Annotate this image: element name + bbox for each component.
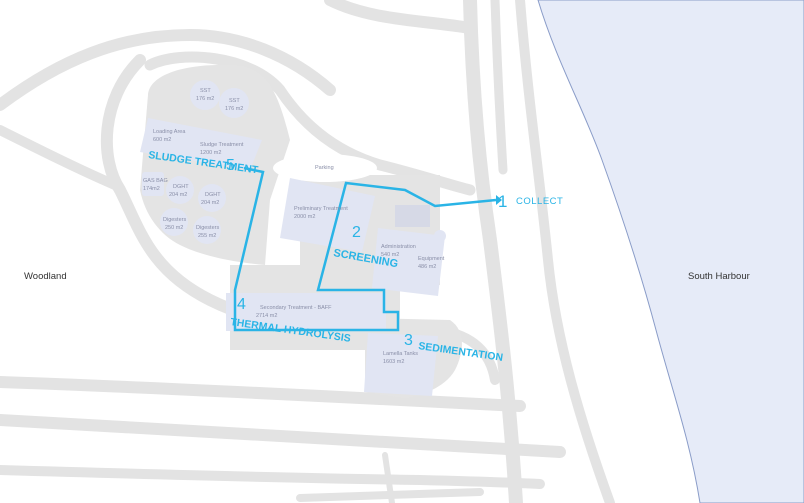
stage-4-number: 4 bbox=[237, 296, 246, 313]
admin-name: Administration bbox=[381, 244, 416, 250]
facility-labels: SST 176 m2 SST 176 m2 Loading Area 600 m… bbox=[143, 88, 445, 365]
preliminary-name: Preliminary Treatment bbox=[294, 206, 348, 212]
road-south-stub bbox=[382, 452, 395, 503]
sst2-name: SST bbox=[229, 98, 240, 104]
road-network bbox=[0, 0, 615, 503]
sst1-name: SST bbox=[200, 88, 211, 94]
secondary-area: 2714 m2 bbox=[256, 313, 277, 319]
region-labels: Woodland South Harbour bbox=[24, 271, 750, 282]
sludge-name: Sludge Treatment bbox=[200, 142, 244, 148]
road-south-1 bbox=[0, 376, 526, 412]
lamella-area: 1603 m2 bbox=[383, 359, 404, 365]
parking-lot bbox=[273, 154, 377, 182]
equipment-shed bbox=[395, 205, 430, 227]
preliminary-area: 2000 m2 bbox=[294, 214, 315, 220]
digester1-name: Digesters bbox=[163, 217, 186, 223]
sst-tank-1 bbox=[190, 80, 220, 110]
digester-tank-1 bbox=[160, 208, 188, 236]
sludge-area: 1200 m2 bbox=[200, 150, 221, 156]
stage-3-number: 3 bbox=[404, 332, 413, 349]
dght-tank-2 bbox=[198, 184, 226, 212]
preliminary-building bbox=[280, 178, 375, 252]
road-main bbox=[463, 0, 523, 503]
secondary-building bbox=[226, 293, 386, 331]
digester-tank-2 bbox=[193, 216, 221, 244]
road-north bbox=[324, 0, 476, 34]
stage-1-name: COLLECT bbox=[516, 196, 563, 207]
lamella-name: Lamella Tanks bbox=[383, 351, 418, 357]
digester2-area: 255 m2 bbox=[198, 233, 216, 239]
gasbag-area: 174m2 bbox=[143, 186, 160, 192]
admin-building bbox=[372, 228, 445, 296]
road-south-3 bbox=[0, 465, 545, 489]
sst-tank-2 bbox=[219, 88, 249, 118]
digester1-area: 250 m2 bbox=[165, 225, 183, 231]
dght2-name: DGHT bbox=[205, 192, 221, 198]
process-route bbox=[233, 166, 497, 332]
dght2-area: 204 m2 bbox=[201, 200, 219, 206]
lamella-building bbox=[364, 333, 438, 396]
parking-label: Parking bbox=[315, 165, 334, 171]
tanks bbox=[273, 154, 377, 182]
harbour-water bbox=[537, 0, 804, 503]
loading-area: 600 m2 bbox=[153, 137, 171, 143]
sst2-area: 176 m2 bbox=[225, 106, 243, 112]
dght1-name: DGHT bbox=[173, 184, 189, 190]
road-coastal bbox=[515, 0, 615, 503]
sludge-block bbox=[140, 118, 262, 170]
road-west bbox=[0, 125, 120, 190]
road-south-2 bbox=[0, 414, 566, 458]
gas-bag bbox=[142, 172, 164, 196]
road-main-inner bbox=[490, 0, 508, 175]
stage-1-number: 1 bbox=[498, 192, 507, 211]
equipment-name: Equipment bbox=[418, 256, 445, 262]
buildings bbox=[140, 80, 446, 396]
harbour-label: South Harbour bbox=[688, 271, 750, 282]
collect-arrow bbox=[496, 195, 502, 205]
gasbag-name: GAS BAG bbox=[143, 178, 168, 184]
secondary-name: Secondary Treatment - BAFF bbox=[260, 305, 332, 311]
loading-name: Loading Area bbox=[153, 129, 186, 135]
equipment-area: 486 m2 bbox=[418, 264, 436, 270]
stage-5-number: 5 bbox=[226, 157, 235, 174]
woodland-label: Woodland bbox=[24, 271, 67, 282]
dght-tank-1 bbox=[166, 176, 194, 204]
road-north-west bbox=[0, 29, 336, 111]
sst1-area: 176 m2 bbox=[196, 96, 214, 102]
admin-area: 540 m2 bbox=[381, 252, 399, 258]
digester2-name: Digesters bbox=[196, 225, 219, 231]
stage-2-number: 2 bbox=[352, 224, 361, 241]
dght1-area: 204 m2 bbox=[169, 192, 187, 198]
small-tank bbox=[434, 230, 446, 242]
